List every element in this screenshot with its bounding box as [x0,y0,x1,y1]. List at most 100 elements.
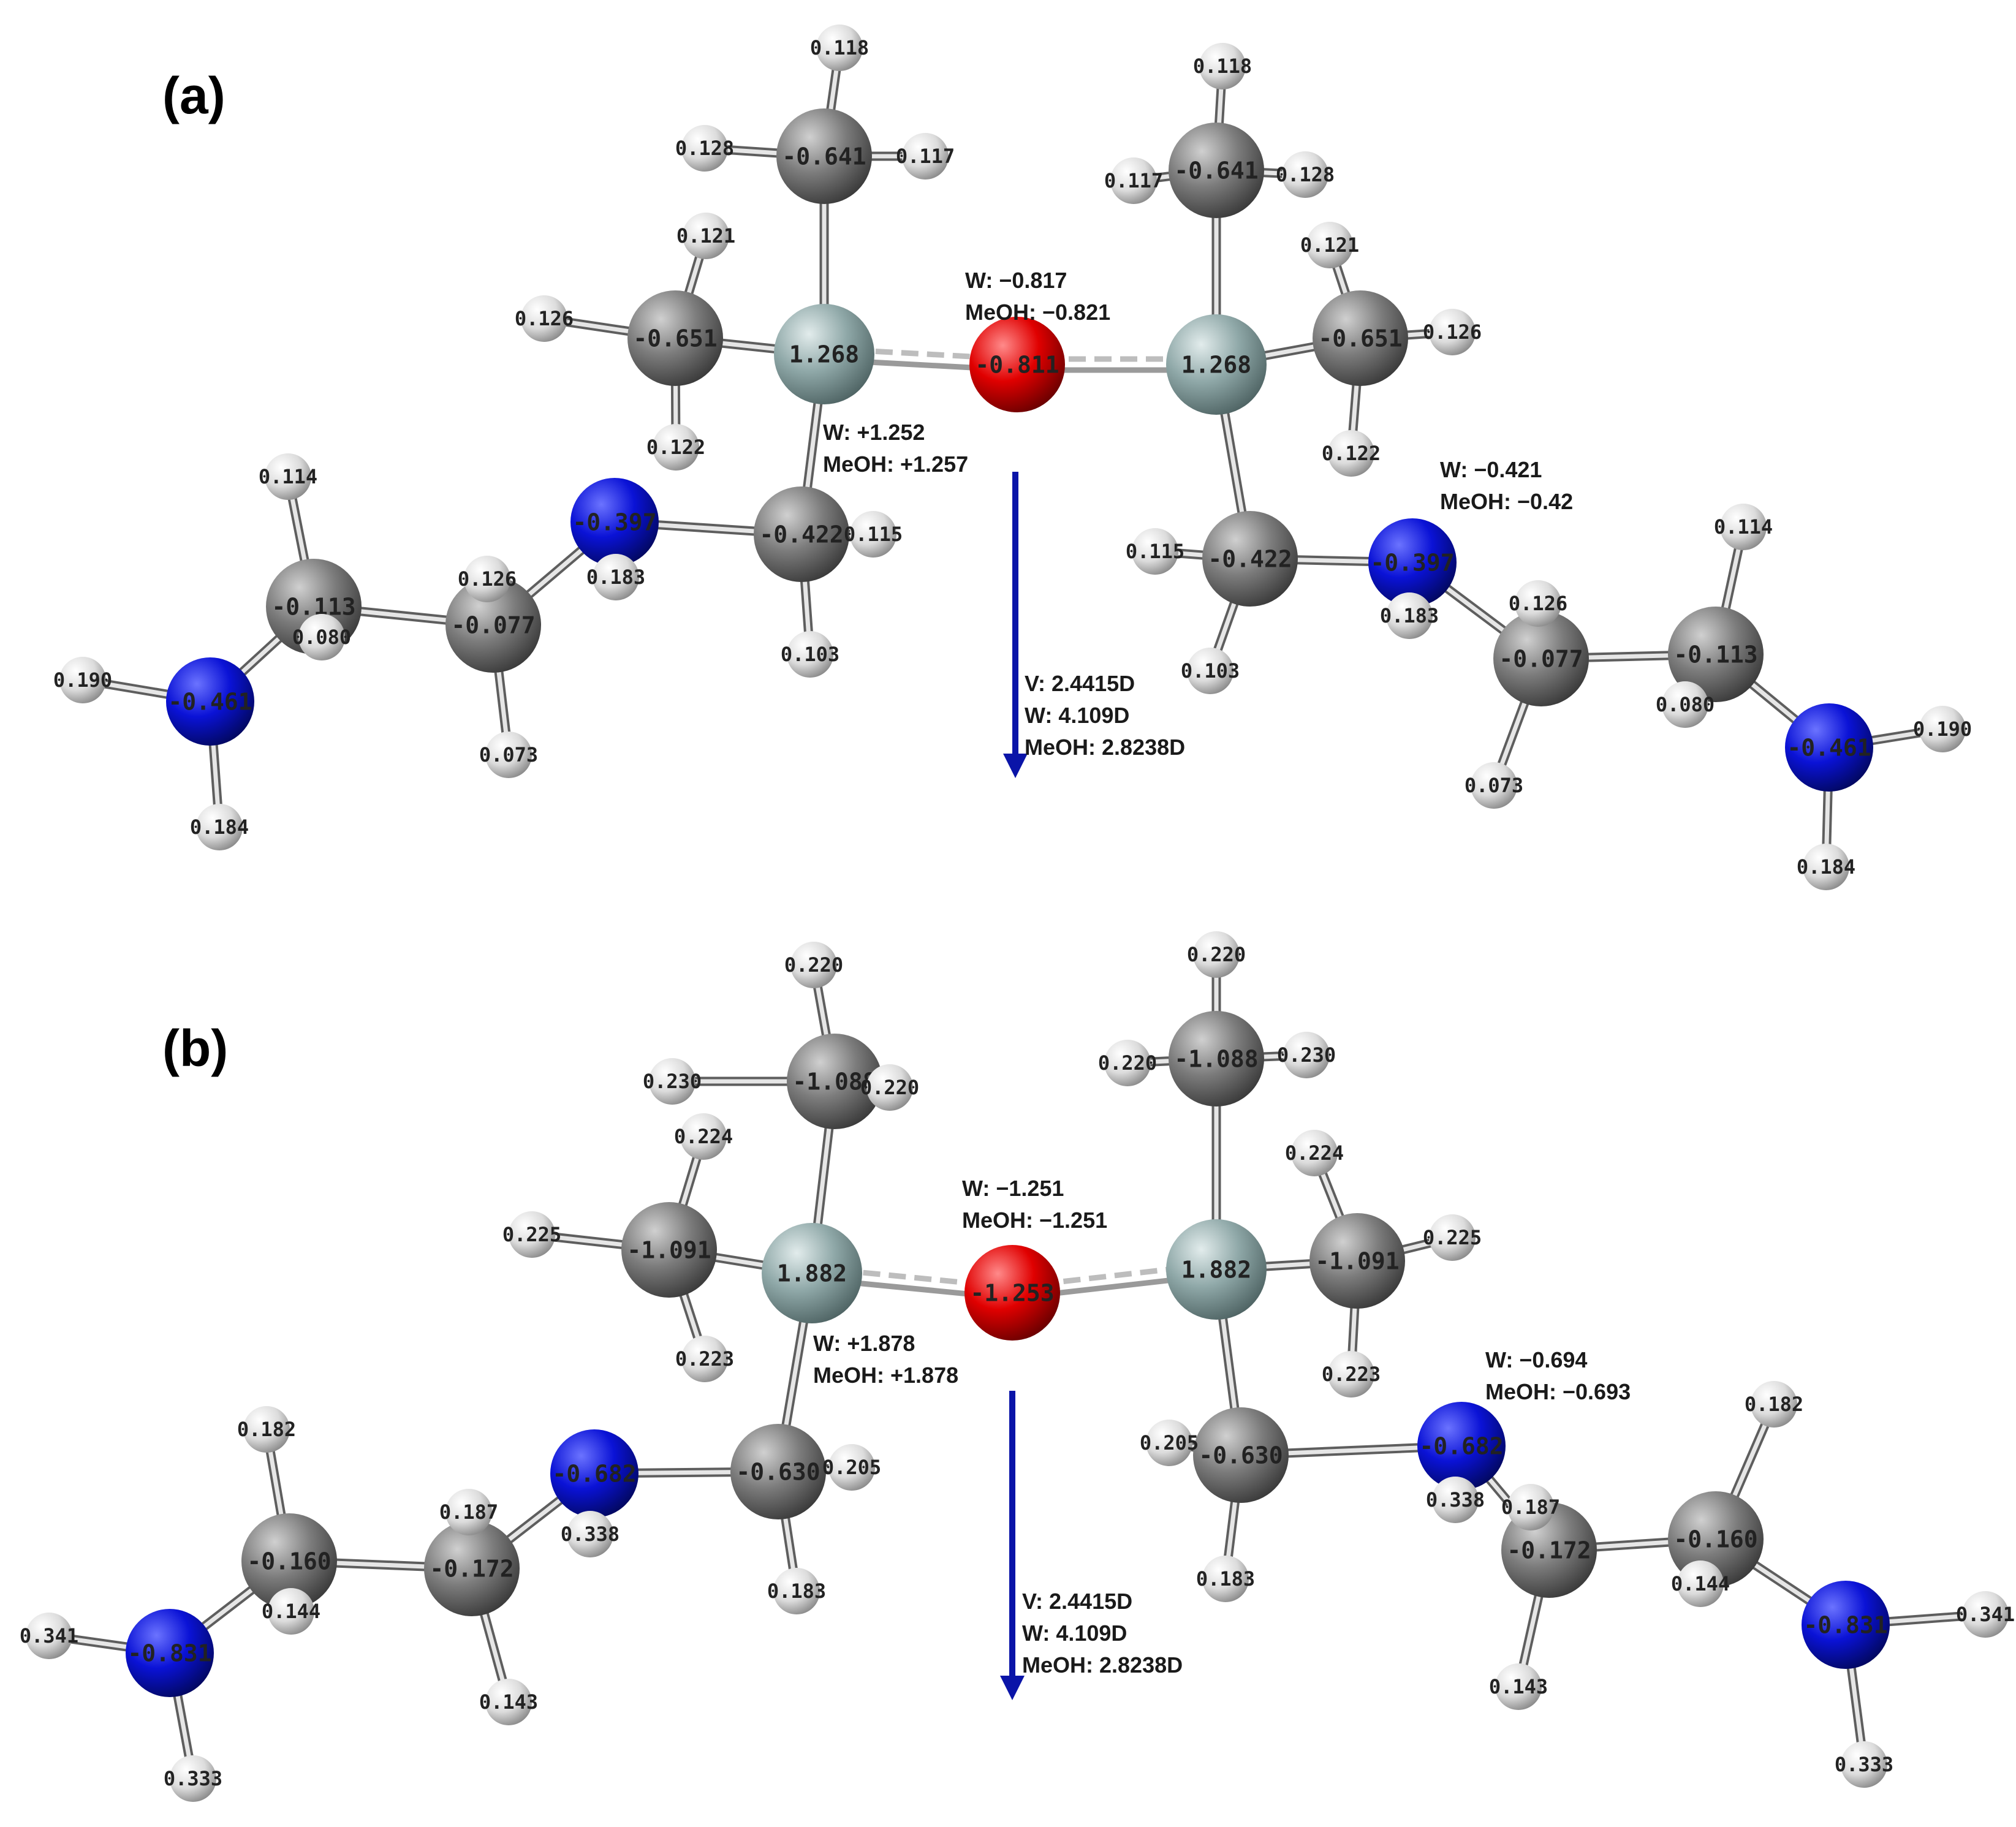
hydrogen-atom: 0.220 [860,1064,919,1111]
partial-charge-label: 0.220 [860,1076,919,1099]
hydrogen-atom: 0.182 [1745,1381,1803,1428]
partial-charge-label: 0.073 [479,743,538,766]
partial-charge-label: -0.422 [759,521,843,548]
bond-layer [44,950,1990,1783]
hydrogen-atom: 0.126 [515,295,574,342]
partial-charge-label: 0.143 [479,1690,538,1714]
carbon-sphere [627,290,723,386]
partial-charge-label: 0.118 [1193,55,1252,78]
hydrogen-sphere [59,657,106,703]
hydrogen-atom: 0.103 [781,631,839,678]
oxygen-atom: -0.811 [969,317,1065,412]
partial-charge-label: -0.422 [1208,545,1292,572]
hydrogen-atom: 0.225 [502,1211,561,1258]
hydrogen-atom: 0.128 [1276,151,1335,198]
partial-charge-label: 1.268 [1181,351,1251,378]
partial-charge-label: 0.144 [1671,1572,1730,1595]
hydrogen-atom: 0.117 [896,133,955,180]
partial-charge-label: 0.103 [781,643,839,666]
hydrogen-atom: 0.205 [1140,1420,1199,1466]
hydrogen-sphere [902,133,949,180]
partial-charge-label: -0.682 [1419,1432,1503,1459]
nitrogen-sphere [1785,703,1873,792]
hydrogen-sphere [268,1588,314,1635]
partial-charge-label: 1.882 [777,1260,847,1287]
carbon-sphere [1668,607,1764,702]
nitrogen-atom: -0.461 [166,657,254,746]
silicon-sphere [1166,1219,1267,1320]
nitrogen-atom: -0.682 [550,1429,639,1518]
hydrogen-atom: 0.126 [1509,580,1567,627]
hydrogen-atom: 0.184 [1797,844,1855,890]
partial-charge-label: 0.205 [1140,1431,1199,1454]
hydrogen-sphere [1495,1663,1542,1710]
hydrogen-sphere [445,1489,492,1535]
hydrogen-atom: 0.144 [262,1588,320,1635]
hydrogen-atom: 0.080 [1656,681,1715,728]
nitrogen-atom: -0.397 [570,478,659,566]
hydrogen-atom: 0.333 [164,1755,222,1802]
hydrogen-sphere [1306,222,1353,268]
hydrogen-atom: 0.183 [1380,592,1439,639]
hydrogen-atom: 0.205 [822,1444,881,1491]
hydrogen-sphere [1507,1484,1554,1530]
hydrogen-atom: 0.144 [1671,1560,1730,1607]
nitrogen-atom: -0.831 [1802,1581,1890,1669]
hydrogen-atom: 0.338 [1426,1477,1485,1523]
silicon-atom: 1.268 [774,304,874,404]
partial-charge-label: -0.630 [1199,1442,1283,1469]
partial-charge-label: 0.118 [810,36,869,59]
hydrogen-atom: 0.183 [1196,1556,1255,1602]
nitrogen-charge-annotation: W: −0.421 MeOH: −0.42 [1440,457,1573,514]
hydrogen-sphere [298,614,345,660]
carbon-atom: -0.641 [776,108,872,204]
partial-charge-label: 0.184 [1797,855,1855,879]
hydrogen-sphere [1202,1556,1249,1602]
dipole-moment-annotation: V: 2.4415D W: 4.109D MeOH: 2.8238D [1022,1589,1183,1678]
hydrogen-sphere [850,511,896,558]
carbon-sphere [1309,1213,1405,1309]
partial-charge-label: 0.220 [784,953,843,977]
hydrogen-atom: 0.230 [643,1058,702,1105]
partial-charge-label: -0.077 [1499,645,1583,672]
hydrogen-atom: 0.190 [1913,706,1972,752]
partial-charge-label: 0.126 [458,567,517,591]
partial-charge-label: 0.126 [1423,320,1482,344]
nitrogen-sphere [1368,518,1457,607]
hydrogen-sphere [1110,157,1157,204]
carbon-atom: -0.172 [424,1521,520,1616]
partial-charge-label: 0.117 [1104,169,1163,192]
partial-charge-label: -0.077 [451,611,535,638]
dipole-arrow [1003,472,1028,778]
partial-charge-label: 0.224 [674,1125,733,1148]
hydrogen-sphere [1720,504,1767,550]
hydrogen-atom: 0.182 [237,1406,296,1453]
partial-charge-label: 0.224 [1285,1141,1344,1165]
hydrogen-sphere [866,1064,913,1111]
carbon-sphere [1313,290,1408,386]
hydrogen-atom: 0.118 [1193,43,1252,89]
partial-charge-label: 0.187 [439,1500,498,1524]
hydrogen-sphere [196,804,243,850]
silicon-charge-annotation: W: +1.252 MeOH: +1.257 [823,420,968,477]
hydrogen-atom: 0.184 [190,804,249,850]
carbon-atom: -0.630 [1193,1407,1289,1503]
silicon-atom: 1.268 [1166,314,1267,415]
hydrogen-sphere [521,295,567,342]
hydrogen-atom: 0.073 [1465,762,1523,809]
partial-charge-label: 0.126 [515,307,574,330]
hydrogen-sphere [593,554,639,600]
partial-charge-label: -0.630 [736,1458,820,1485]
partial-charge-label: -1.091 [627,1236,711,1263]
partial-charge-label: 0.182 [237,1418,296,1441]
hydrogen-atom: 0.115 [1126,528,1184,575]
partial-charge-label: 0.338 [1426,1488,1485,1511]
carbon-sphere [730,1424,826,1519]
partial-charge-label: 0.122 [1322,442,1381,465]
hydrogen-sphere [567,1511,613,1557]
partial-charge-label: 0.080 [1656,693,1715,716]
partial-charge-label: 0.115 [844,523,903,546]
